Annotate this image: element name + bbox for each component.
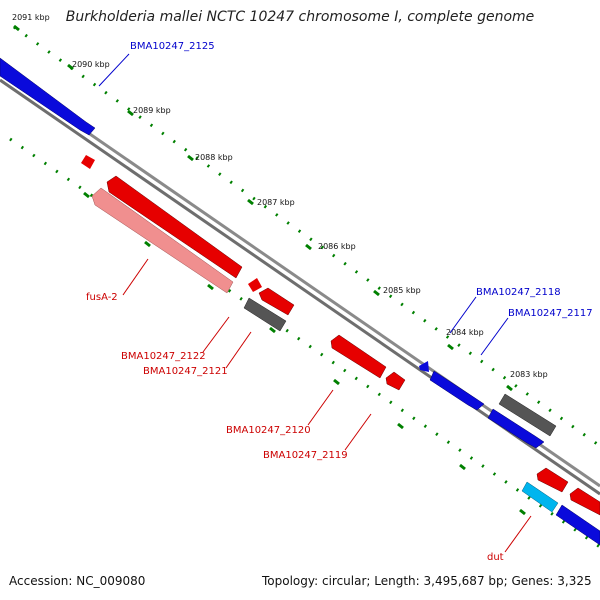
- gene-red-2121b[interactable]: [258, 287, 295, 316]
- gene-label: BMA10247_2118: [476, 287, 561, 298]
- scale-label: 2086 kbp: [318, 242, 356, 251]
- gene-label: BMA10247_2122: [121, 351, 206, 362]
- gene-red-right-1[interactable]: [536, 467, 569, 493]
- grey-genes: [243, 297, 557, 437]
- scale-label: 2087 kbp: [257, 198, 295, 207]
- gene-label: BMA10247_2120: [226, 425, 311, 436]
- gene-bma10247-2119[interactable]: [385, 371, 406, 391]
- gene-small-blue[interactable]: [419, 361, 429, 372]
- gene-bma10247-2117[interactable]: [487, 408, 545, 449]
- outer-major-ticks: [13, 24, 513, 392]
- outer-scale-line: [13, 25, 600, 448]
- map-title: Burkholderia mallei NCTC 10247 chromosom…: [65, 9, 535, 25]
- gene-blue-edge[interactable]: [555, 504, 600, 546]
- gene-small-red[interactable]: [81, 155, 95, 169]
- scale-label: 2085 kbp: [383, 286, 421, 295]
- gene-dut[interactable]: [521, 481, 559, 513]
- gene-label: fusA-2: [86, 292, 118, 303]
- gene-red-right-2[interactable]: [569, 487, 600, 516]
- gene-label: BMA10247_2125: [130, 41, 215, 52]
- scale-label: 2091 kbp: [12, 13, 50, 22]
- scale-label: 2088 kbp: [195, 153, 233, 162]
- gene-bma10247-2120[interactable]: [330, 334, 387, 379]
- leader-lines: [98, 53, 532, 553]
- scale-label: 2083 kbp: [510, 370, 548, 379]
- genome-summary: Topology: circular; Length: 3,495,687 bp…: [262, 574, 592, 588]
- scale-label: 2089 kbp: [133, 106, 171, 115]
- gene-bma10247-2118[interactable]: [429, 370, 485, 411]
- scale-label: 2090 kbp: [72, 60, 110, 69]
- gene-grey-right[interactable]: [498, 393, 557, 437]
- gene-label: dut: [487, 552, 504, 563]
- forward-genes: [0, 57, 600, 546]
- gene-label: BMA10247_2119: [263, 450, 348, 461]
- gene-bma10247-2121[interactable]: [243, 297, 287, 332]
- gene-label: BMA10247_2121: [143, 366, 228, 377]
- scale-label: 2084 kbp: [446, 328, 484, 337]
- gene-label: BMA10247_2117: [508, 308, 593, 319]
- gene-red-small-2[interactable]: [248, 278, 262, 292]
- gene-fusa-2[interactable]: [91, 187, 234, 294]
- inner-major-ticks: [83, 191, 526, 516]
- gene-bma10247-2125[interactable]: [0, 57, 96, 136]
- reverse-genes: [81, 155, 600, 516]
- accession: Accession: NC_009080: [9, 574, 146, 588]
- gene-bma10247-2122[interactable]: [106, 175, 243, 279]
